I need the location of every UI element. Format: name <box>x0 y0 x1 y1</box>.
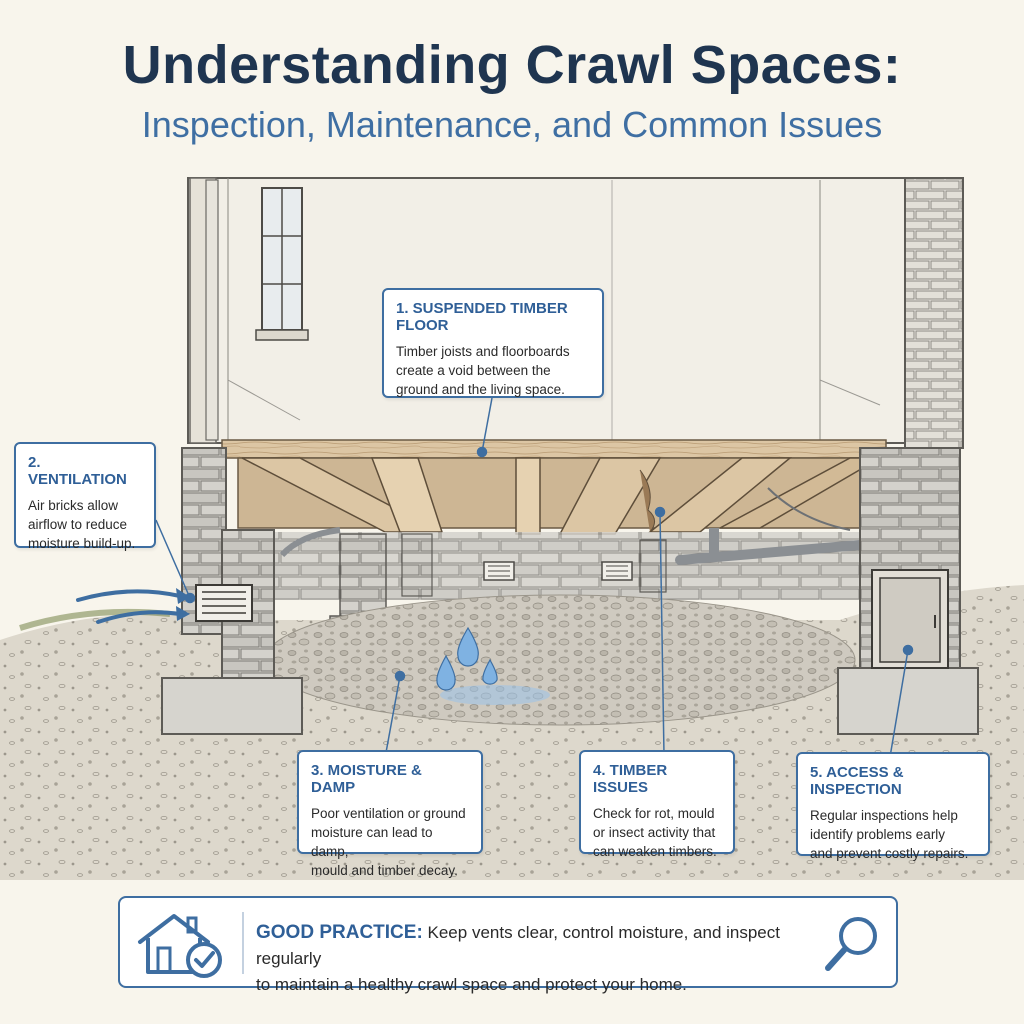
callout-timber-issues: 4. TIMBER ISSUES Check for rot, mould or… <box>579 750 735 859</box>
pier-left <box>339 533 387 619</box>
house-check-icon <box>138 914 222 978</box>
callout-ventilation: 2. VENTILATION Air bricks allow airflow … <box>14 442 156 551</box>
banner-text: GOOD PRACTICE: Keep vents clear, control… <box>256 920 816 998</box>
page-title: Understanding Crawl Spaces: <box>122 35 902 95</box>
water-puddle <box>440 685 550 705</box>
banner-line-2: to maintain a healthy crawl space and pr… <box>256 975 687 994</box>
downpipe <box>205 179 219 441</box>
banner-label: GOOD PRACTICE: <box>256 922 423 943</box>
floor-joists <box>241 457 883 535</box>
callout-moisture-body: Poor ventilation or ground moisture can … <box>311 806 466 878</box>
callout-timber-body: Check for rot, mould or insect activity … <box>593 806 717 859</box>
cable <box>767 487 851 531</box>
callout-access-inspection: 5. ACCESS & INSPECTION Regular inspectio… <box>796 752 990 861</box>
callout-ventilation-body: Air bricks allow airflow to reduce moist… <box>28 498 136 551</box>
callout-floor-heading: 1. SUSPENDED TIMBER FLOOR <box>396 300 568 334</box>
callout-floor-body: Timber joists and floorboards create a v… <box>396 344 570 397</box>
floorboards <box>221 439 887 459</box>
water-droplets-icon <box>436 626 498 691</box>
callout-leaders <box>155 397 914 759</box>
banner-line-1: Keep vents clear, control moisture, and … <box>256 923 780 968</box>
left-footing <box>161 677 303 735</box>
callout-moisture-heading: 3. MOISTURE & DAMP <box>311 762 422 796</box>
pier-mid <box>401 533 433 597</box>
banner-divider <box>242 912 244 974</box>
callout-access-body: Regular inspections help identify proble… <box>810 808 969 861</box>
callout-suspended-timber-floor: 1. SUSPENDED TIMBER FLOOR Timber joists … <box>382 288 604 398</box>
right-footing <box>837 667 979 735</box>
good-practice-banner: GOOD PRACTICE: Keep vents clear, control… <box>118 896 898 994</box>
callout-moisture-damp: 3. MOISTURE & DAMP Poor ventilation or g… <box>297 750 483 878</box>
callout-access-heading: 5. ACCESS & INSPECTION <box>810 764 904 798</box>
gravel-floor <box>264 594 856 726</box>
brick-column <box>904 177 964 449</box>
page-subtitle: Inspection, Maintenance, and Common Issu… <box>141 104 883 145</box>
airflow-arrows-icon <box>76 589 182 624</box>
callout-ventilation-heading: 2. VENTILATION <box>28 454 127 488</box>
pier-back <box>639 539 667 593</box>
air-brick-vent <box>195 584 253 622</box>
callout-timber-heading: 4. TIMBER ISSUES <box>593 762 668 796</box>
magnifier-icon <box>825 917 877 971</box>
